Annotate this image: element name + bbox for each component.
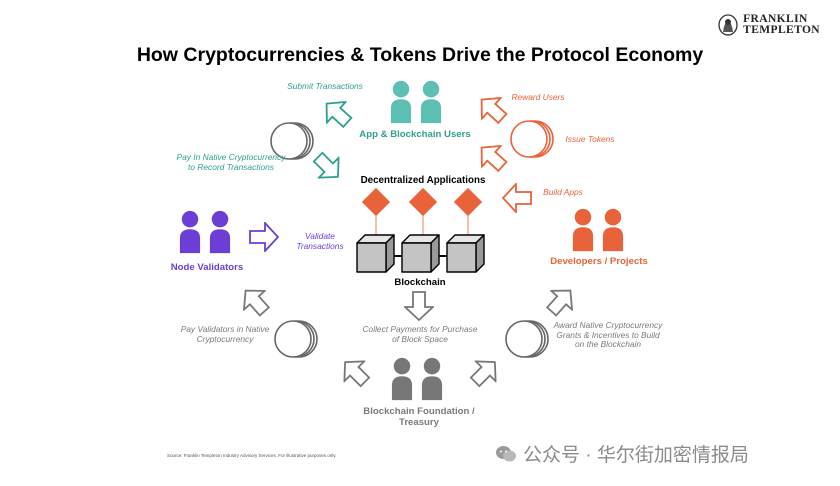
pay-validators-label: Pay Validators in Native Cryptocurrency [180,324,270,344]
orange-coin-icon [510,120,554,158]
purple-arrow-icon [249,222,279,252]
developers-group-label: Developers / Projects [550,256,648,267]
source-note: Source: Franklin Templeton Industry Advi… [167,453,337,458]
coin-icon [505,320,549,358]
gray-arrow-icon [334,351,376,393]
dapp-diamond-icon [408,187,438,217]
orange-arrow-icon [471,136,513,178]
pay-native-label: Pay In Native Cryptocurrency to Record T… [176,152,286,172]
franklin-templeton-logo: FRANKLIN TEMPLETON [717,13,820,36]
submit-transactions-label: Submit Transactions [287,81,363,91]
validate-transactions-label: Validate Transactions [296,231,344,251]
foundation-people-icon [391,357,443,401]
logo-line2: TEMPLETON [743,24,820,36]
wechat-icon [496,445,516,461]
franklin-portrait-icon [718,14,738,36]
teal-arrow-icon [316,92,358,134]
watermark: 公众号 · 华尔街加密情报局 [495,440,749,467]
validators-people-icon [179,210,231,254]
logo-line1: FRANKLIN [743,13,808,25]
foundation-group-label: Blockchain Foundation / Treasury [363,406,475,428]
collect-payments-label: Collect Payments for Purchase of Block S… [362,324,478,344]
blockchain-blocks-icon [356,234,485,273]
dapp-diamond-icon [453,187,483,217]
gray-arrow-icon [464,351,506,393]
blockchain-label: Blockchain [394,277,446,288]
users-group-label: App & Blockchain Users [359,129,471,140]
dapp-diamonds [361,187,483,240]
issue-tokens-label: Issue Tokens [565,134,615,144]
award-grants-label: Award Native Cryptocurrency Grants & Inc… [553,320,663,350]
build-apps-label: Build Apps [543,187,583,197]
developers-people-icon [572,208,624,252]
gray-arrow-icon [404,291,434,321]
users-people-icon [390,80,442,124]
dapps-label: Decentralized Applications [360,175,486,186]
orange-arrow-icon [502,183,532,213]
dapp-diamond-icon [361,187,391,217]
reward-users-label: Reward Users [511,92,565,102]
watermark-text: 公众号 · 华尔街加密情报局 [523,445,749,466]
gray-arrow-icon [540,280,582,322]
validators-group-label: Node Validators [170,262,244,273]
gray-arrow-icon [234,280,276,322]
page-title: How Cryptocurrencies & Tokens Drive the … [136,44,704,66]
